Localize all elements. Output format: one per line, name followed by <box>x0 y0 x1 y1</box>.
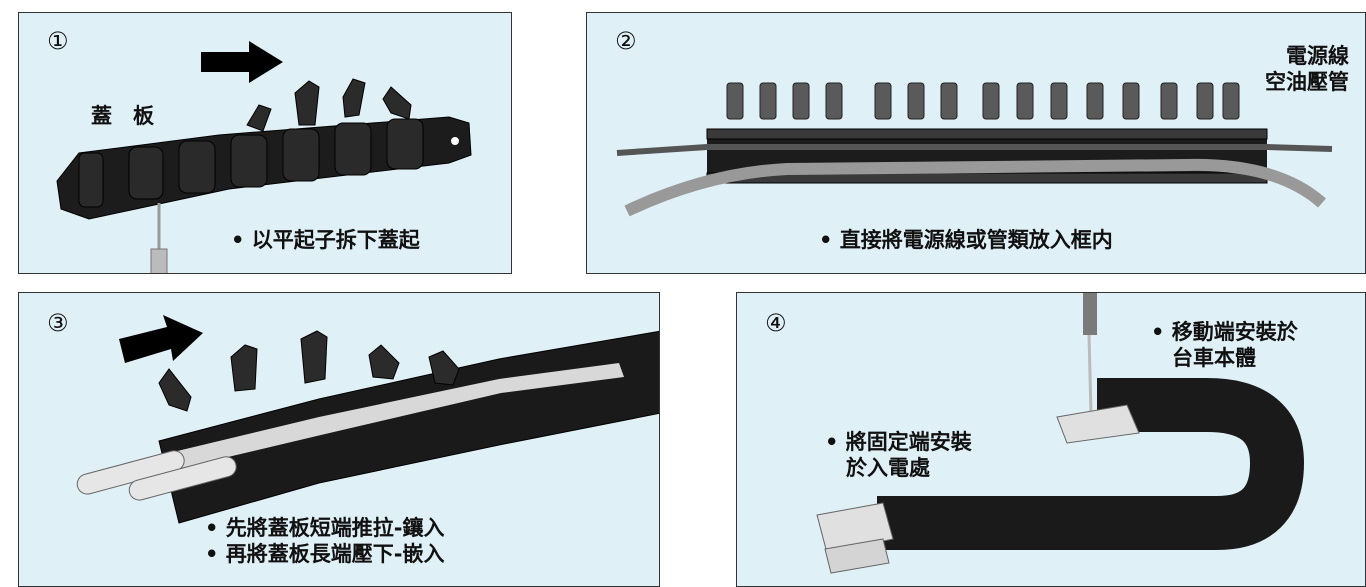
step-4-panel: ④ • 移動端安裝於 台車本體 • 將固定端安裝 於入電處 <box>736 292 1366 587</box>
chain-assembly-illustration <box>76 330 659 524</box>
right-arrow-icon <box>119 315 203 363</box>
installed-chain-illustration <box>816 293 1305 574</box>
drag-chain-illustration <box>56 78 472 273</box>
fixed-end-caption: • 將固定端安裝 於入電處 <box>825 430 972 481</box>
cover-plate-label: 蓋 板 <box>91 104 154 128</box>
step-1-panel: ① 蓋 板 • 以平起子拆下蓋起 <box>18 12 512 274</box>
step-3-panel: ③ • 先將蓋板短端推拉-鑲入 • 再將蓋板長端壓下-嵌入 <box>18 292 660 587</box>
moving-end-caption: • 移動端安裝於 台車本體 <box>1151 320 1298 371</box>
open-chain-with-cables-illustration <box>616 82 1333 217</box>
step-1-number: ① <box>47 27 69 55</box>
step-2-panel: ② 電源線 空油壓管 • 直接將電源線或管類放入框内 <box>586 12 1366 274</box>
cable-hose-label: 電源線 空油壓管 <box>1265 44 1349 95</box>
step-2-caption: • 直接將電源線或管類放入框内 <box>819 228 1113 252</box>
step-4-number: ④ <box>765 309 787 337</box>
step-3-caption: • 先將蓋板短端推拉-鑲入 • 再將蓋板長端壓下-嵌入 <box>205 516 445 567</box>
step-1-caption: • 以平起子拆下蓋起 <box>231 228 420 252</box>
step-3-number: ③ <box>47 309 69 337</box>
right-arrow-icon <box>201 41 283 83</box>
step-2-number: ② <box>615 27 637 55</box>
